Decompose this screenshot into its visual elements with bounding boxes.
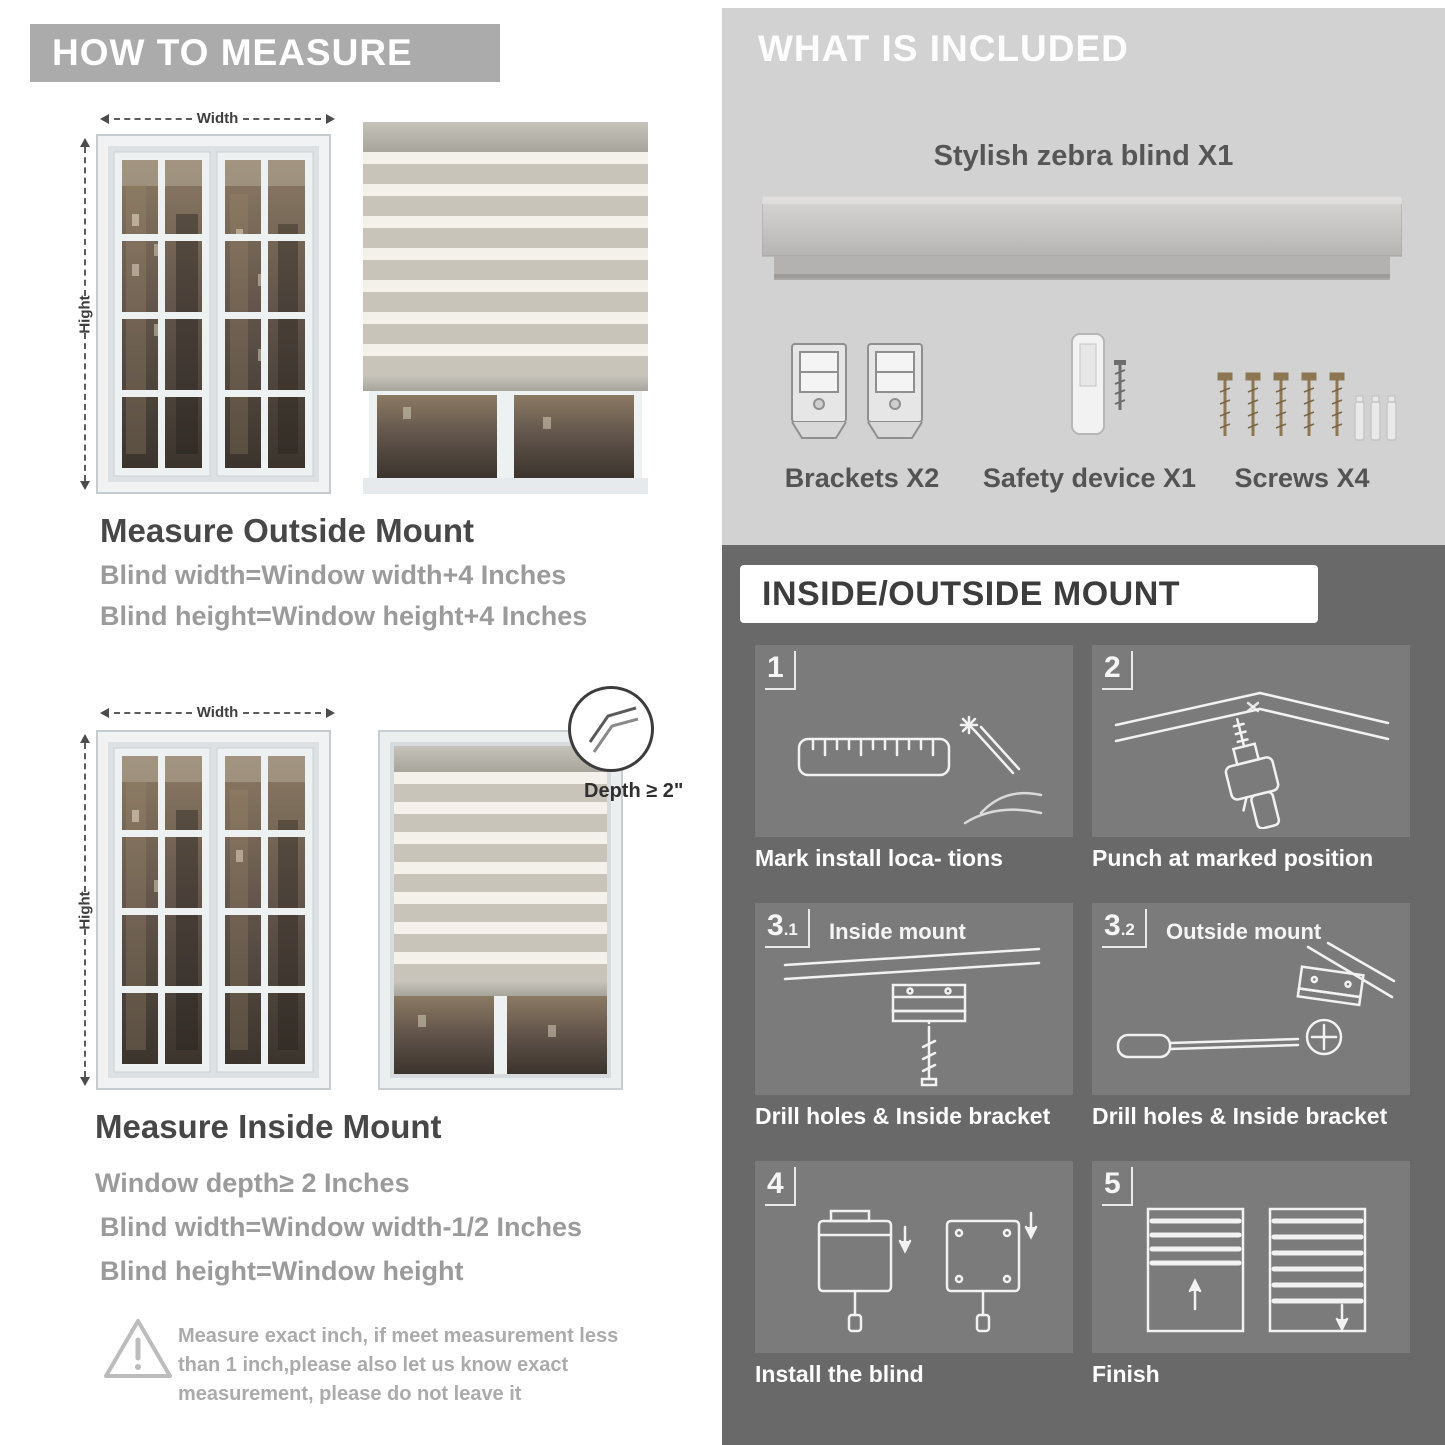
arrow-left-icon <box>100 113 109 124</box>
arrow-down-icon <box>80 1077 91 1086</box>
outside-height-label: Hight <box>76 294 94 334</box>
zebra-blind-photo-inside <box>378 730 623 1090</box>
arrow-right-icon <box>326 707 336 718</box>
window-photo-inside <box>96 730 331 1090</box>
step-number: 1 <box>765 651 796 690</box>
how-to-measure-title: HOW TO MEASURE <box>52 32 413 73</box>
step-label-outside-mount: Outside mount <box>1166 919 1322 944</box>
what-is-included-title: WHAT IS INCLUDED <box>758 28 1129 69</box>
step-caption-4: Install the blind <box>755 1361 924 1387</box>
inside-mount-line-3: Blind height=Window height <box>100 1256 464 1286</box>
measure-warning-text: Measure exact inch, if meet measurement … <box>178 1325 619 1405</box>
inside-height-label: Hight <box>76 890 94 930</box>
arrow-down-icon <box>80 481 91 490</box>
step-label-inside-mount: Inside mount <box>829 919 966 944</box>
arrow-up-icon <box>80 138 91 147</box>
outside-mount-line-1: Blind width=Window width+4 Inches <box>100 560 567 590</box>
step-panel-4: 4 <box>755 1161 1073 1353</box>
warning-triangle-icon <box>104 1319 172 1378</box>
safety-device-label: Safety device X1 <box>982 463 1197 493</box>
step-number: 4 <box>765 1167 796 1206</box>
step-panel-5: 5 <box>1092 1161 1410 1353</box>
brackets-label: Brackets X2 <box>784 463 940 493</box>
mount-instructions-section: INSIDE/OUTSIDE MOUNT 1 Mark <box>722 545 1445 1445</box>
mount-title: INSIDE/OUTSIDE MOUNT <box>762 574 1181 613</box>
screws-icon <box>1217 372 1397 441</box>
step-panel-1: 1 <box>755 645 1073 837</box>
headrail-photo <box>762 196 1402 280</box>
mount-banner: INSIDE/OUTSIDE MOUNT <box>740 565 1318 623</box>
outside-width-label: Width <box>196 110 239 127</box>
brackets-icon <box>791 343 923 439</box>
inside-mount-heading: Measure Inside Mount <box>95 1108 442 1145</box>
inside-width-label: Width <box>196 704 239 721</box>
outside-mount-heading: Measure Outside Mount <box>100 512 475 549</box>
step-caption-3-2: Drill holes & Inside bracket <box>1092 1103 1388 1129</box>
step-panel-2: 2 <box>1092 645 1410 837</box>
depth-label: Depth ≥ 2" <box>584 780 684 802</box>
step-caption-3-1: Drill holes & Inside bracket <box>755 1103 1051 1129</box>
depth-callout-circle <box>568 686 654 772</box>
zebra-blind-photo-outside <box>363 122 648 494</box>
outside-height-arrow: Hight <box>66 138 104 490</box>
measuring-tape-illustration <box>797 715 1043 825</box>
arrow-up-icon <box>80 734 91 743</box>
step-number: 3.1 <box>765 909 810 948</box>
step-panel-3-1: 3.1 Inside mount <box>755 903 1073 1095</box>
step-panel-3-2: 3.2 Outside mount <box>1092 903 1410 1095</box>
outside-bracket-illustration <box>1116 941 1396 1059</box>
install-blind-illustration <box>817 1209 1038 1333</box>
what-is-included-section: WHAT IS INCLUDED Stylish zebra blind X1 <box>722 8 1445 545</box>
safety-device-icon <box>1071 333 1126 435</box>
outside-width-arrow: Width <box>100 110 336 127</box>
screws-label: Screws X4 <box>1234 463 1370 493</box>
step-caption-2: Punch at marked position <box>1092 845 1374 871</box>
step-number: 5 <box>1102 1167 1133 1206</box>
inside-height-arrow: Hight <box>66 734 104 1086</box>
drill-illustration <box>1114 691 1390 829</box>
window-corner-icon <box>588 706 639 753</box>
how-to-measure-banner: HOW TO MEASURE <box>30 24 500 82</box>
window-photo-outside <box>96 134 331 494</box>
step-number: 3.2 <box>1102 909 1147 948</box>
inside-bracket-illustration <box>783 947 1041 1087</box>
step-caption-1: Mark install loca- tions <box>755 845 1003 871</box>
step-caption-5: Finish <box>1092 1361 1160 1387</box>
outside-mount-line-2: Blind height=Window height+4 Inches <box>100 601 588 631</box>
inside-mount-line-1: Window depth≥ 2 Inches <box>95 1168 410 1198</box>
step-number: 2 <box>1102 651 1133 690</box>
arrow-left-icon <box>100 707 109 718</box>
inside-mount-line-2: Blind width=Window width-1/2 Inches <box>100 1212 583 1242</box>
finish-blinds-illustration <box>1146 1207 1367 1333</box>
arrow-right-icon <box>326 113 336 124</box>
zebra-blind-item-label: Stylish zebra blind X1 <box>933 140 1234 172</box>
inside-width-arrow: Width <box>100 704 336 721</box>
